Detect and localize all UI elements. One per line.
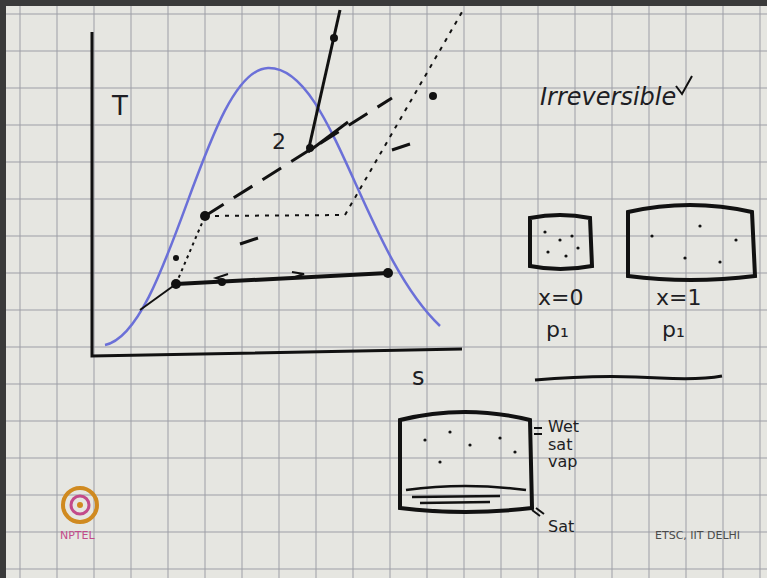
leader-mark: [532, 428, 544, 516]
state-point: [429, 92, 437, 100]
state-point: [383, 268, 393, 278]
grid-line: [0, 162, 767, 163]
grid-line: [242, 0, 243, 578]
liquid-layer: [406, 486, 526, 503]
quality-label: x=0: [538, 286, 583, 310]
grid-line: [57, 0, 58, 578]
state-point: [330, 34, 338, 42]
grid-line: [760, 0, 761, 578]
grid-line: [0, 199, 767, 200]
watermark: NPTEL: [60, 530, 95, 542]
state-point: [218, 278, 226, 286]
vapour-container: [628, 205, 755, 280]
liquid-line: [140, 284, 176, 310]
state-number: 2: [272, 130, 286, 154]
grid-line: [0, 14, 767, 15]
state-point: [200, 211, 210, 221]
grid-line: [131, 0, 132, 578]
watermark: ETSC, IIT DELHI: [655, 530, 740, 542]
grid-line: [427, 0, 428, 578]
phase-note: Sat: [548, 518, 574, 536]
grid-line: [0, 125, 767, 126]
process-lines: [140, 10, 462, 310]
grid-line: [501, 0, 502, 578]
state-point: [306, 144, 314, 152]
grid-line: [0, 532, 767, 533]
isobar-line: [205, 215, 345, 216]
grid-line: [353, 0, 354, 578]
check-mark: [676, 76, 692, 94]
grid-line: [0, 347, 767, 348]
grid-line: [0, 421, 767, 422]
liquid-container: [530, 215, 592, 269]
quality-label: x=1: [656, 286, 701, 310]
grid-line: [0, 384, 767, 385]
grid-line: [316, 0, 317, 578]
grid-line: [0, 51, 767, 52]
molecule-dots: [423, 430, 516, 463]
pressure-label: p₁: [546, 318, 569, 342]
nptel-logo: [63, 488, 97, 522]
molecule-dots: [543, 230, 579, 257]
state-points: [171, 34, 437, 289]
grid-line: [464, 0, 465, 578]
isobar-line: [176, 273, 388, 284]
grid-line: [94, 0, 95, 578]
divider-squiggle: [535, 376, 722, 380]
superheat-line: [308, 122, 348, 152]
axes: [92, 32, 462, 356]
grid-line: [0, 458, 767, 459]
tick-mark: [240, 144, 410, 244]
dashed-process: [205, 98, 392, 216]
arrow-mark: [292, 272, 304, 278]
axis-label: s: [412, 364, 425, 390]
process-note: Irreversible: [540, 84, 676, 110]
state-point: [171, 279, 181, 289]
grid-line: [0, 569, 767, 570]
wet-vapour-container: [400, 412, 532, 512]
pressure-label: p₁: [662, 318, 685, 342]
state-point: [173, 255, 179, 261]
grid-line: [723, 0, 724, 578]
molecule-dots: [650, 224, 737, 263]
grid-line: [0, 495, 767, 496]
dotted-process: [345, 12, 462, 215]
saturation-dome: [105, 68, 440, 345]
axis-label: T: [112, 92, 128, 121]
grid-line: [20, 0, 21, 578]
frame-edge: [0, 0, 6, 578]
grid-line: [279, 0, 280, 578]
frame-edge: [0, 0, 767, 6]
grid-line: [390, 0, 391, 578]
grid-line: [205, 0, 206, 578]
phase-note: Wet sat vap: [548, 418, 592, 471]
pump-line: [176, 216, 205, 284]
grid-line: [0, 310, 767, 311]
